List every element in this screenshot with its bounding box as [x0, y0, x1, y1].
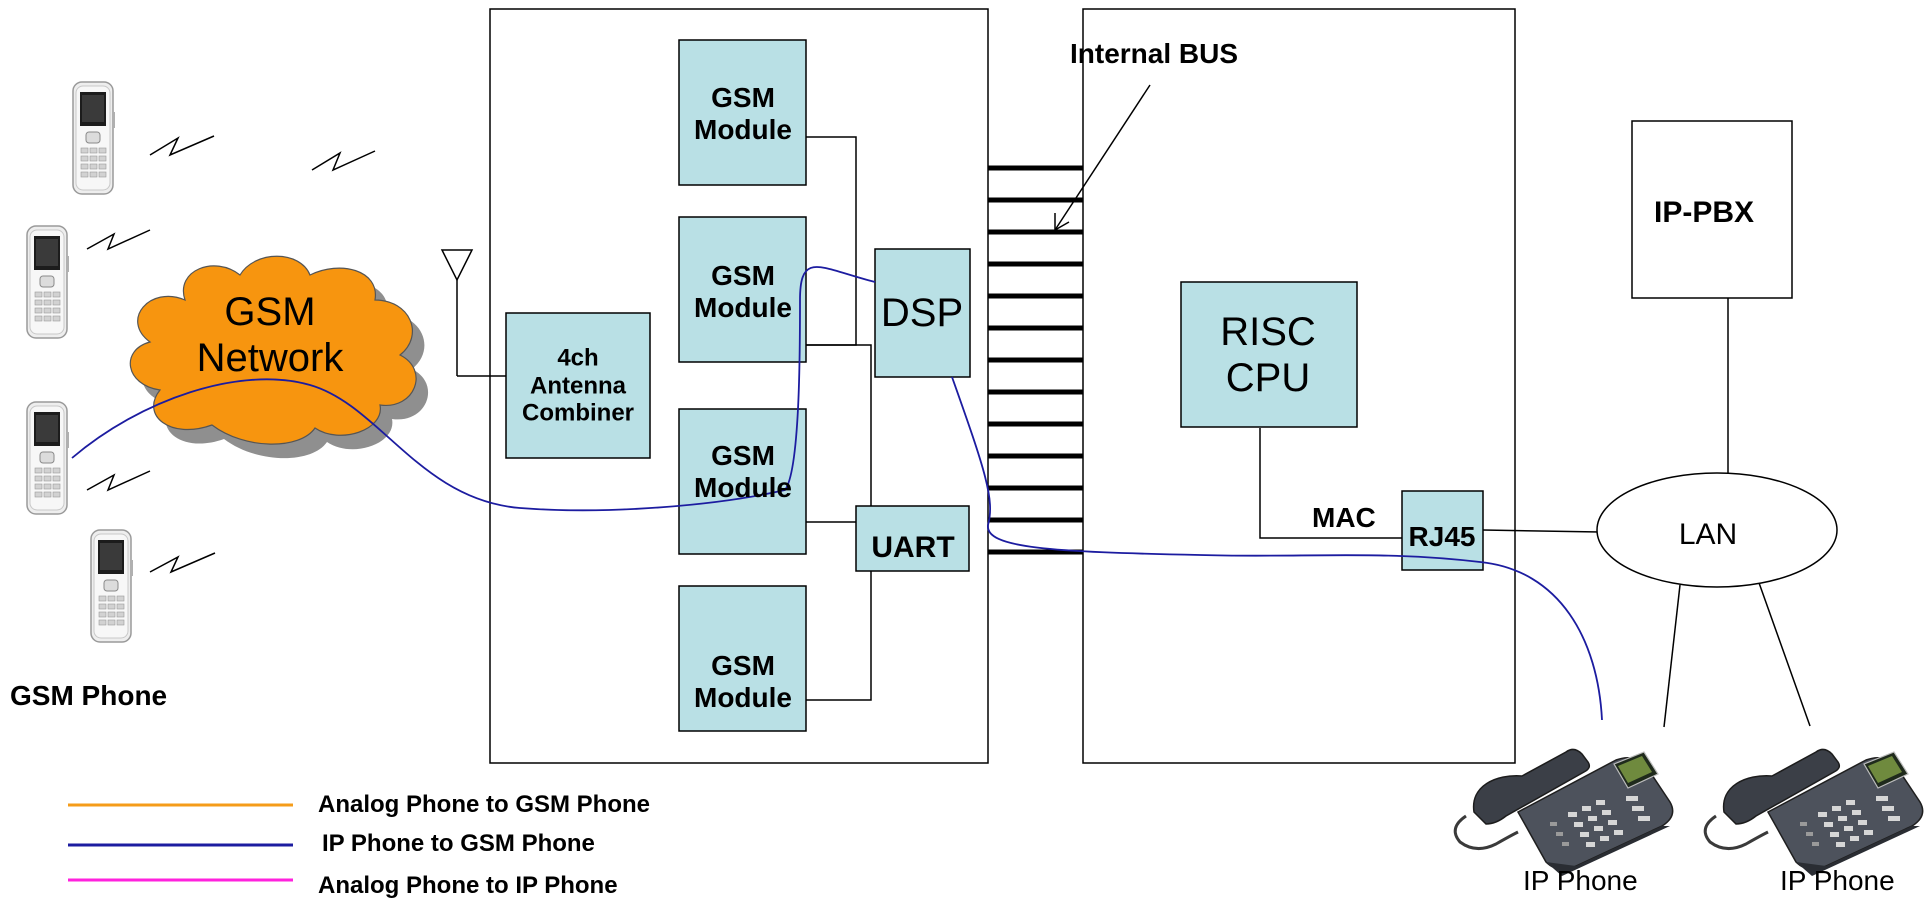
gsm-network-label: GSM Network [197, 289, 344, 381]
ip-pbx-label: IP-PBX [1653, 195, 1755, 229]
ip-pbx-box [1631, 120, 1793, 299]
gsm-handset-icon [72, 81, 116, 195]
gsm-module-box-1 [678, 39, 807, 186]
antenna-icon [440, 249, 474, 282]
gsm-module-label-2: GSM Module [694, 260, 792, 324]
cpu-board-enclosure [1082, 8, 1516, 764]
legend-label-analog-ip: Analog Phone to IP Phone [318, 872, 618, 899]
gsm-network-label-line1: GSM [224, 290, 316, 334]
radio-wave-icon [86, 135, 376, 574]
antenna-combiner-label-line1: 4ch [557, 344, 599, 372]
risc-cpu-box [1180, 281, 1358, 428]
risc-cpu-label-line1: RISC [1220, 310, 1316, 354]
dsp-label: DSP [880, 291, 964, 335]
gsm-module-label-line2: Module [694, 114, 792, 145]
gsm-module-label-3: GSM Module [694, 440, 792, 504]
internal-bus-lines [988, 165, 1083, 555]
ip-to-gsm-signal-path [71, 266, 1603, 721]
antenna-combiner-label-line2: Antenna [529, 372, 626, 400]
antenna-combiner-box [505, 312, 651, 459]
gsm-module-label-line1: GSM [711, 439, 775, 471]
gsm-module-label-line1: GSM [711, 81, 775, 113]
ip-phone-label-1: IP Phone [1523, 865, 1638, 896]
gsm-phone-label: GSM Phone [10, 680, 168, 711]
ip-desk-phone-icon [1703, 747, 1925, 878]
ip-desk-phone-icon [1453, 747, 1675, 878]
gsm-module-box-3 [678, 408, 807, 555]
risc-cpu-label: RISC CPU [1220, 309, 1316, 401]
gsm-handset-icon [90, 529, 134, 643]
lan-ellipse [1596, 472, 1838, 588]
gsm-board-enclosure [489, 8, 989, 764]
internal-bus-label: Internal BUS [1070, 38, 1239, 69]
rj45-label: RJ45 [1408, 520, 1476, 552]
ip-phone-label-2: IP Phone [1780, 865, 1895, 896]
gsm-module-label-line2: Module [694, 472, 792, 503]
dsp-box [874, 248, 971, 378]
legend-label-analog-gsm: Analog Phone to GSM Phone [318, 791, 650, 818]
gsm-module-box-2 [678, 216, 807, 363]
uart-label: UART [871, 530, 955, 564]
uart-box [855, 505, 970, 572]
gsm-module-label-line1: GSM [711, 259, 775, 291]
gsm-handset-icon [26, 225, 70, 339]
gsm-handset-icon [26, 401, 70, 515]
lan-label: LAN [1678, 517, 1738, 551]
legend-label-ip-gsm: IP Phone to GSM Phone [322, 830, 595, 857]
gsm-module-box-4 [678, 585, 807, 732]
internal-bus-arrow [1054, 84, 1151, 232]
mac-label: MAC [1312, 502, 1376, 533]
connection-lines [456, 136, 1811, 728]
gsm-module-label-line1: GSM [711, 649, 775, 681]
gsm-module-label-line2: Module [694, 682, 792, 713]
gsm-module-label-1: GSM Module [694, 82, 792, 146]
antenna-combiner-label: 4ch Antenna Combiner [522, 345, 634, 428]
gsm-network-label-line2: Network [196, 336, 344, 380]
gsm-module-label-4: GSM Module [694, 650, 792, 714]
gsm-module-label-line2: Module [694, 292, 792, 323]
risc-cpu-label-line2: CPU [1225, 356, 1311, 400]
antenna-combiner-label-line3: Combiner [521, 399, 635, 427]
